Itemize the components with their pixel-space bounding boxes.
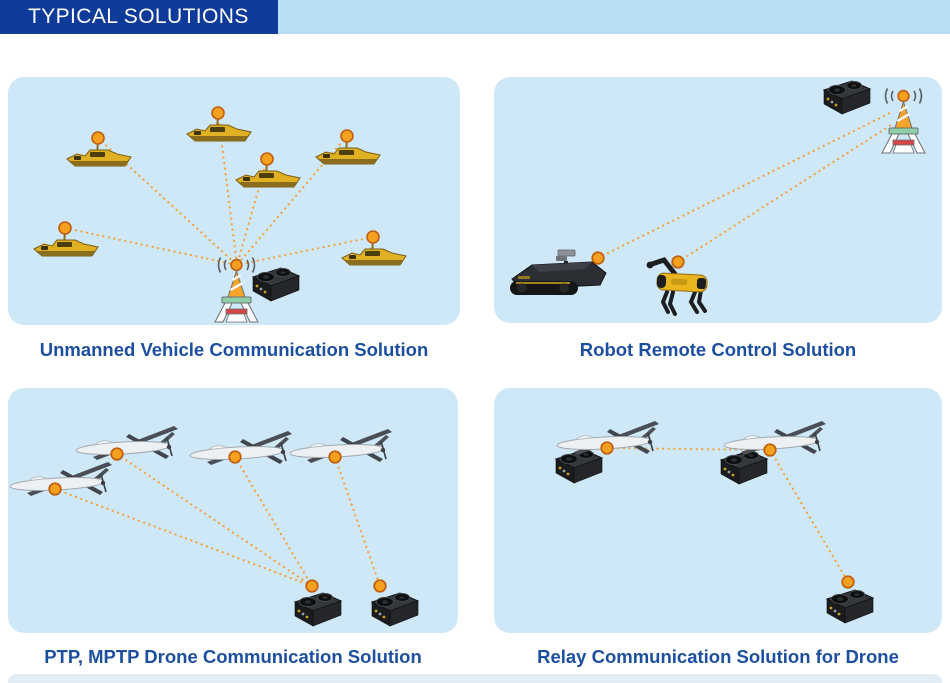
radio-unit-icon (720, 450, 768, 485)
usv-boat-icon (235, 152, 301, 188)
panel-robot-remote-control (494, 77, 942, 323)
signal-dot-icon (228, 450, 242, 464)
usv-boat-icon (66, 131, 132, 167)
signal-dot-icon (48, 482, 62, 496)
signal-link-line (115, 452, 314, 588)
signal-link-line (233, 455, 314, 588)
signal-dot-icon (841, 575, 855, 589)
radio-unit-icon (371, 592, 419, 627)
panel-relay-drone (494, 388, 942, 633)
panel-unmanned-vehicle (8, 77, 460, 325)
panel-ptp-mptp-drone (8, 388, 458, 633)
antenna-tower-icon (880, 88, 927, 155)
usv-boat-icon (33, 221, 99, 257)
signal-link-line (235, 235, 375, 267)
header-accent-strip (278, 0, 950, 34)
panel-caption: Robot Remote Control Solution (579, 339, 857, 360)
signal-dot-icon (591, 251, 605, 265)
radio-unit-icon (826, 589, 874, 624)
robot-remote-control-illustration (509, 80, 927, 323)
signal-link-line (235, 157, 269, 267)
uav-drone-icon (74, 425, 179, 461)
signal-dot-icon (763, 443, 777, 457)
antenna-tower-icon (213, 257, 260, 324)
signal-link-line (96, 136, 239, 267)
signal-link-line (333, 455, 382, 588)
signal-dot-icon (671, 255, 685, 269)
panel-caption: PTP, MPTP Drone Communication Solution (44, 646, 422, 667)
signal-dot-icon (328, 450, 342, 464)
usv-boat-icon (315, 129, 381, 165)
signal-link-line (768, 448, 850, 584)
signal-link-line (605, 446, 772, 452)
usv-boat-icon (341, 230, 407, 266)
signal-dot-icon (305, 579, 319, 593)
radio-unit-icon (294, 592, 342, 627)
radio-unit-icon (252, 267, 300, 302)
page-title: TYPICAL SOLUTIONS (28, 5, 249, 28)
signal-dot-icon (110, 447, 124, 461)
signal-link-line (676, 121, 896, 264)
section-header: TYPICAL SOLUTIONS (0, 0, 278, 34)
radio-unit-icon (823, 80, 871, 115)
panel-caption: Unmanned Vehicle Communication Solution (39, 339, 429, 360)
radio-unit-icon (555, 449, 603, 484)
signal-link-line (596, 111, 892, 260)
ptp-mptp-drone-illustration (8, 425, 419, 627)
next-section-edge (8, 674, 942, 683)
unmanned-vehicle-illustration (33, 106, 407, 324)
signal-dot-icon (373, 579, 387, 593)
signal-dot-icon (600, 441, 614, 455)
signal-link-line (63, 226, 239, 267)
panel-caption: Relay Communication Solution for Drone (537, 646, 899, 667)
signal-link-line (53, 487, 314, 588)
relay-drone-illustration (555, 420, 874, 624)
